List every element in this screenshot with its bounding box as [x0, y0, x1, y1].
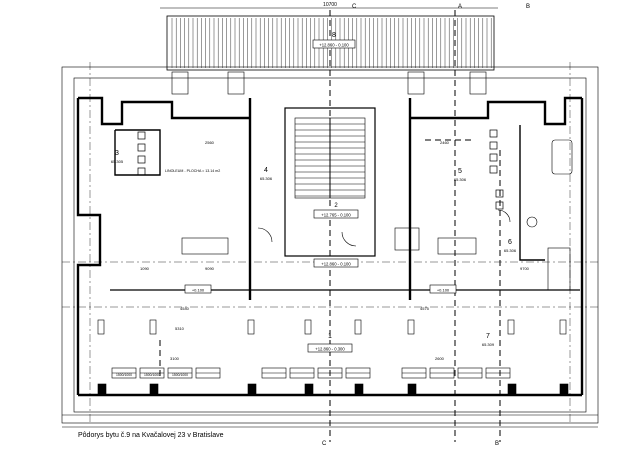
- fitting-square: [137, 167, 146, 176]
- door-swing-4: [257, 227, 273, 243]
- pier-top-midright: [407, 71, 425, 95]
- level-left: +0.100: [192, 288, 205, 293]
- fitting-square: [137, 155, 146, 164]
- wall-north-east: [410, 96, 582, 126]
- room-5-level: 65.306: [454, 177, 467, 182]
- dim-5: 2460: [440, 140, 450, 145]
- column: [407, 319, 415, 335]
- column: [354, 319, 362, 335]
- dim-3: 4575: [420, 306, 430, 311]
- dim-1: 5310: [175, 326, 185, 331]
- dim-7: 3100: [170, 356, 180, 361]
- dim-6: 2600: [435, 356, 445, 361]
- column: [559, 319, 567, 335]
- dim-8: 1090: [140, 266, 150, 271]
- pier-top-midleft: [227, 71, 245, 95]
- column: [247, 319, 255, 335]
- window-label: 1500/1000: [144, 373, 160, 377]
- pier-top-left: [171, 71, 189, 95]
- piers: [97, 129, 569, 396]
- shower: [547, 247, 571, 291]
- pier: [97, 383, 107, 396]
- column: [304, 319, 312, 335]
- fitting-square: [489, 141, 498, 150]
- room-5-number: 5: [458, 168, 462, 175]
- pier: [247, 383, 257, 396]
- fitting-square: [489, 129, 498, 138]
- column: [97, 319, 105, 335]
- room-1-level: +12.860 - 0.300: [315, 347, 345, 352]
- fitting-square: [489, 153, 498, 162]
- cabinet: [394, 227, 420, 251]
- wall-west: [76, 98, 102, 395]
- dim-9: 9090: [205, 266, 215, 271]
- pier: [354, 383, 364, 396]
- room-7-level: 65.309: [482, 342, 495, 347]
- door-swing-6: [497, 209, 511, 223]
- pier: [507, 383, 517, 396]
- roof-note: LINOLEUM - PLOCHA = 13.14 m2: [165, 169, 220, 173]
- stair-level: +12.860 - 0.100: [321, 262, 351, 267]
- section-mark-b-bottom: B: [495, 441, 499, 447]
- level-box-stair: [313, 258, 359, 268]
- room-6-number: 6: [508, 239, 512, 246]
- dim-4: 2560: [205, 140, 215, 145]
- pier: [407, 383, 417, 396]
- pier-top-right: [469, 71, 487, 95]
- bathtub: [551, 139, 573, 175]
- bench-block: [437, 237, 477, 255]
- room-2-level: +12.765 - 0.100: [321, 213, 351, 218]
- room-2-number: 2: [334, 203, 338, 209]
- level-right: +0.100: [437, 288, 450, 293]
- wc-fixture: [526, 216, 538, 228]
- section-mark-c-top: C: [352, 4, 357, 10]
- room-8-level: +12.860 - 0.100: [319, 43, 349, 48]
- door-swing-2: [341, 231, 357, 247]
- room-3-level: 65.305: [111, 159, 124, 164]
- top-dimension: 10700: [323, 2, 337, 8]
- room-3-number: 3: [115, 150, 119, 157]
- wall-room-6: [519, 125, 545, 261]
- window-label: 1500/1000: [172, 373, 188, 377]
- south-windows: [111, 367, 511, 379]
- wall-north-west: [78, 96, 250, 126]
- column: [507, 319, 515, 335]
- section-mark-a-top: A: [458, 4, 462, 10]
- window-label: 1500/1000: [116, 373, 132, 377]
- window-labels: 1500/1000 1500/1000 1500/1000: [116, 373, 188, 377]
- column: [149, 319, 157, 335]
- terrace-hatch: [171, 18, 492, 68]
- level-box-2: [313, 209, 359, 219]
- level-box-1: [307, 343, 353, 353]
- fitting-square: [137, 131, 146, 140]
- section-lines: [159, 10, 501, 442]
- room-4-level: 65.306: [260, 176, 273, 181]
- fitting-square: [489, 165, 498, 174]
- dim-2: 4540: [180, 306, 190, 311]
- room-1-number: 1: [328, 333, 332, 340]
- pier: [149, 383, 159, 396]
- section-mark-c-bottom: C: [322, 441, 327, 447]
- wall-room-3: [114, 129, 161, 176]
- level-box-8: [312, 39, 356, 49]
- section-mark-b-top: B: [526, 4, 530, 10]
- room-7-number: 7: [486, 333, 490, 340]
- pier: [559, 383, 569, 396]
- level-box-right: [429, 284, 457, 294]
- kitchen-block: [181, 237, 229, 255]
- room-4-number: 4: [264, 167, 268, 174]
- drawing-caption: Pôdorys bytu č.9 na Kvačalovej 23 v Brat…: [78, 432, 224, 439]
- fitting-square: [137, 143, 146, 152]
- dim-10: 9700: [520, 266, 530, 271]
- room-6-level: 65.306: [504, 248, 517, 253]
- level-box-left: [184, 284, 212, 294]
- room-8-number: 8: [332, 32, 336, 39]
- pier: [304, 383, 314, 396]
